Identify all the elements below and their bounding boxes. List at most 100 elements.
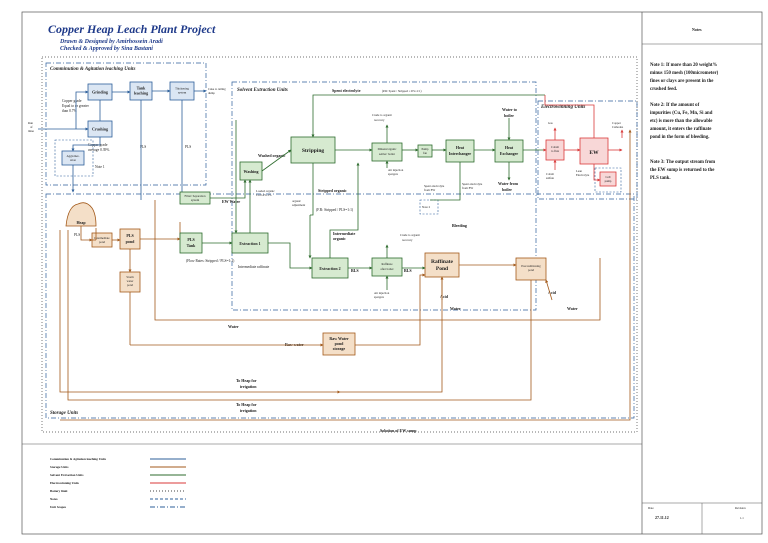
svg-text:ation: ation: [70, 158, 76, 162]
svg-text:crushed feed.: crushed feed.: [650, 87, 677, 92]
legend-item-notes: Notes: [50, 497, 58, 501]
box-grinding: Grinding: [87, 83, 113, 101]
svg-text:recovery: recovery: [374, 118, 385, 122]
svg-text:EW: EW: [589, 150, 599, 156]
note-1: Note 1: If more than 20 weight% minus 15…: [650, 63, 719, 92]
box-stripping: Stripping: [290, 136, 336, 164]
svg-text:PLS: PLS: [187, 237, 195, 242]
svg-text:Heat: Heat: [505, 145, 514, 150]
note-2: Note 2: If the amount of impurities (Cu,…: [650, 103, 713, 140]
svg-text:Note 1: If more than 20 weight: Note 1: If more than 20 weight%: [650, 63, 718, 68]
legend-item-battery: Battery limit: [50, 489, 68, 493]
box-extraction-2: Extraction 2: [311, 257, 349, 279]
intermediate-organic-label: Intermediate: [333, 231, 355, 236]
page-frame: [21, 11, 763, 535]
box-agglomeration: Agglomer- ation: [61, 150, 85, 166]
box-raffinate-pond: Raffinate Pond: [424, 252, 460, 278]
svg-text:leaching: leaching: [134, 91, 148, 96]
svg-text:after boiler: after boiler: [380, 267, 393, 271]
svg-text:Heat: Heat: [456, 145, 465, 150]
svg-text:boiler: boiler: [502, 187, 512, 192]
box-filter: Filter/ Separation system: [179, 191, 211, 205]
svg-text:to flux: to flux: [551, 149, 559, 153]
scope-electrowinning-label: Electrowinning Units: [540, 105, 585, 110]
organic-adjust-label: organic: [292, 199, 302, 203]
svg-text:settler/ boiler: settler/ boiler: [379, 152, 395, 156]
scope-solvent-label: Solvent Extraction Units: [237, 88, 288, 93]
box-cell-pump: Cell pump: [599, 171, 617, 187]
svg-text:Preconditioning: Preconditioning: [521, 264, 541, 268]
legend-item-electrowinning: Electrowinning Units: [50, 481, 80, 485]
svg-text:Thickening: Thickening: [175, 87, 189, 91]
legend-item-storage: Storage Units: [50, 465, 69, 469]
spent-electrolyte-label: Spent electrolyte: [332, 88, 361, 93]
svg-text:PLS tank.: PLS tank.: [650, 176, 671, 181]
svg-text:Extraction 2: Extraction 2: [319, 266, 340, 271]
svg-text:Intermediate: Intermediate: [94, 236, 110, 240]
crude-bottom-label: Crude to organic: [400, 233, 421, 237]
water-label-1: Water: [450, 306, 461, 311]
note-3: Note 3: The output stream from the EW su…: [650, 160, 715, 181]
svg-text:sulfate: sulfate: [546, 176, 555, 180]
notes-heading: Notes: [692, 27, 702, 32]
svg-text:of: of: [30, 125, 33, 129]
svg-text:Diluent/organic: Diluent/organic: [378, 147, 397, 151]
spent-from-ew-2: Spent electrolyte: [462, 182, 483, 186]
ew-sump-label: Solution of EW sump: [380, 428, 417, 433]
svg-text:Crushing: Crushing: [92, 127, 108, 132]
svg-text:Copper grade: Copper grade: [62, 99, 82, 103]
note2-scope: [419, 199, 439, 215]
svg-text:etc) is more than the allowabl: etc) is more than the allowable: [650, 119, 712, 124]
box-heap: Heap: [65, 202, 97, 227]
svg-text:Stripping: Stripping: [302, 148, 325, 154]
svg-text:Exchanger: Exchanger: [500, 151, 519, 156]
box-heat-interchanger: Heat Interchanger: [445, 139, 475, 163]
svg-text:boiler: boiler: [504, 113, 514, 118]
lean-electrolyte-label: Lean: [576, 169, 582, 173]
legend-item-comminution: Comminution & Agitation leaching Units: [50, 457, 107, 461]
svg-text:from EW: from EW: [424, 188, 435, 192]
svg-text:Cell: Cell: [606, 175, 611, 179]
svg-text:storage: storage: [333, 346, 346, 351]
svg-text:Pump: Pump: [421, 147, 429, 151]
loaded-organic-label: Loaded organic: [256, 189, 275, 193]
svg-text:spargers: spargers: [374, 295, 385, 299]
acid-label-1: Acid: [440, 294, 449, 299]
svg-text:Cathodes: Cathodes: [612, 125, 624, 129]
svg-text:Storm: Storm: [126, 275, 134, 279]
legend: Comminution & Agitation leaching Units S…: [50, 457, 186, 509]
box-cobalt: Cobalt to flux: [545, 139, 565, 161]
svg-text:Electrolyte: Electrolyte: [576, 173, 590, 177]
water-to-boiler: Water to: [502, 107, 517, 112]
box-preconditioning: Preconditioning pond: [515, 257, 547, 281]
svg-text:PLS: PLS: [126, 233, 134, 238]
ew-flows: [543, 95, 624, 182]
box-diluent-top: Diluent/organic settler/ boiler: [371, 142, 403, 162]
box-pls-pond: PLS pond: [119, 228, 141, 250]
air-top-label: Air injection: [388, 168, 404, 172]
stripped-ratio-label: (F.R: Stripped / PLS=1:1): [316, 208, 354, 212]
svg-text:Pond: Pond: [436, 266, 448, 272]
svg-text:dump: dump: [208, 91, 215, 95]
svg-text:Raw Water: Raw Water: [329, 336, 349, 341]
stripped-organic-label: Stripped organic: [318, 188, 347, 193]
box-pump-small: Pump fan: [417, 144, 433, 158]
revision-value: 1.1: [740, 516, 744, 520]
svg-text:average 0.39%: average 0.39%: [88, 148, 109, 152]
svg-text:than 0.7%: than 0.7%: [62, 109, 77, 113]
legend-item-solvent: Solvent Extraction Units: [50, 473, 84, 477]
svg-text:system: system: [178, 91, 187, 95]
to-heap-2: To Heap for: [236, 402, 257, 407]
comminution-flows: [38, 89, 207, 200]
air-bottom-label: Air injection: [374, 291, 390, 295]
spent-from-ew-1: Spent electrolyte: [424, 184, 445, 188]
page-title: Copper Heap Leach Plant Project: [48, 22, 216, 36]
box-thickening: Thickening system: [169, 81, 195, 101]
svg-text:irrigation: irrigation: [240, 384, 257, 389]
revision-label: Revision: [735, 506, 746, 510]
box-washing: Washing: [239, 161, 263, 181]
box-tank-leaching: Tank leaching: [129, 81, 153, 101]
svg-text:organic: organic: [333, 236, 346, 241]
svg-text:irrigation: irrigation: [240, 408, 257, 413]
